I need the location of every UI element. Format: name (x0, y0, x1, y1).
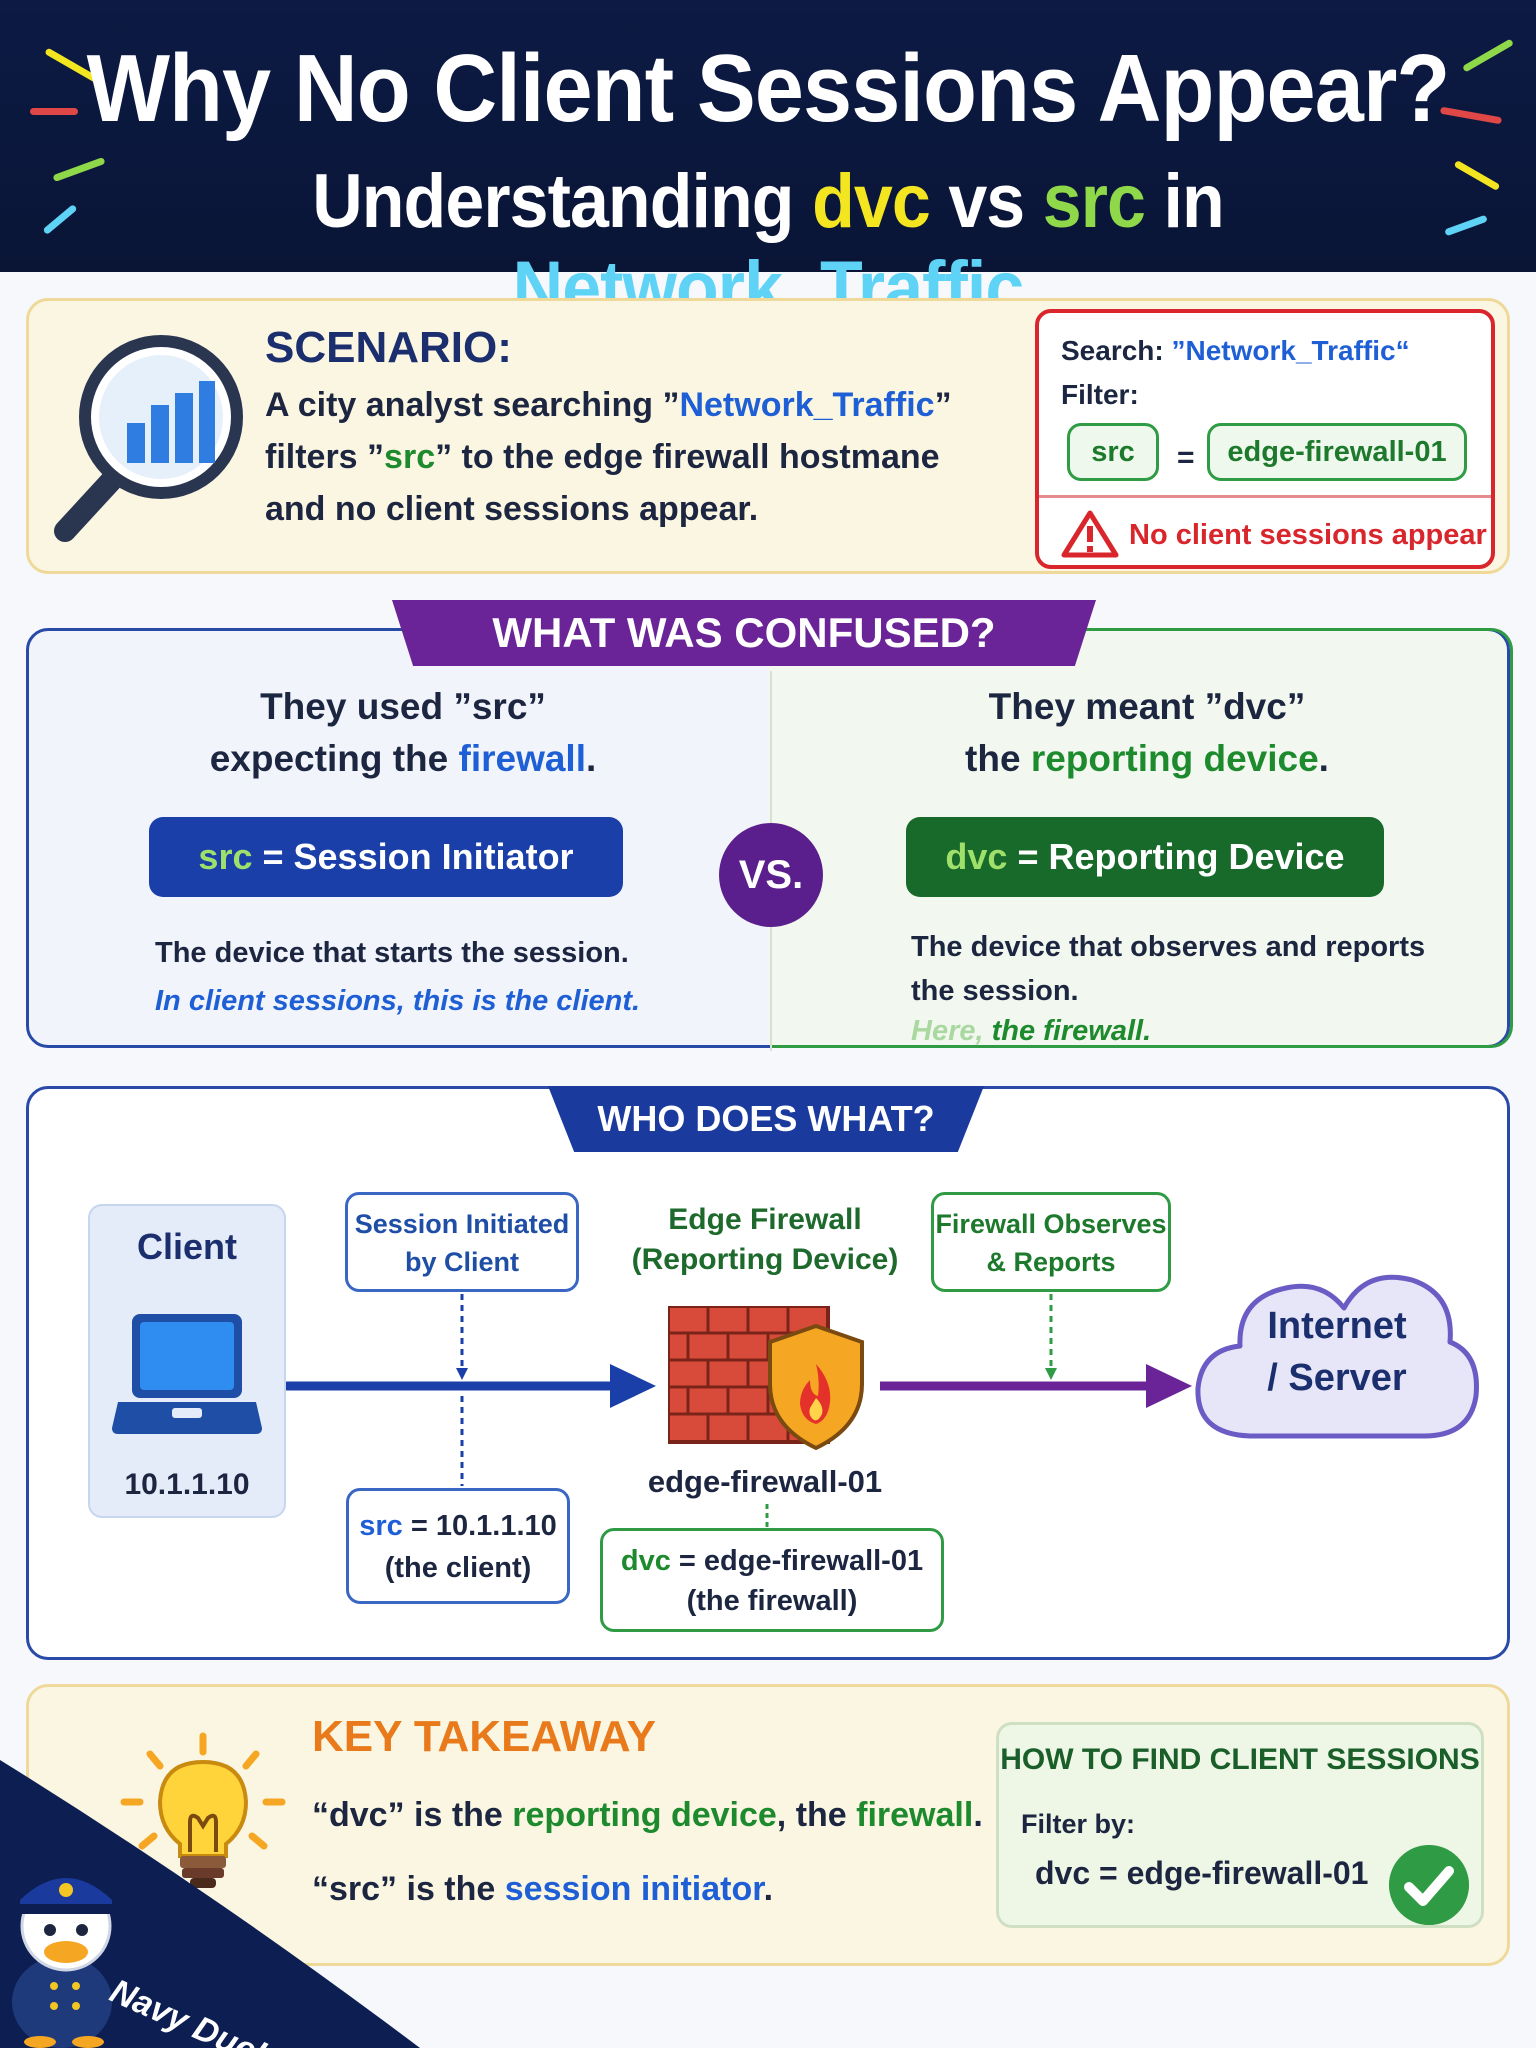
search-filter-card: Search: ”Network_Traffic“ Filter: src = … (1035, 309, 1495, 569)
firewall-title: Edge Firewall (Reporting Device) (631, 1203, 899, 1276)
takeaway-heading: KEY TAKEAWAY (312, 1712, 656, 1761)
cloud-icon (1195, 1274, 1479, 1439)
card-divider (1039, 495, 1491, 498)
scenario-text: A city analyst searching ”Network_Traffi… (265, 386, 952, 528)
how-to-filter-value: dvc = edge-firewall-01 (1035, 1855, 1369, 1891)
takeaway-dvc-line: “dvc” is the reporting device, the firew… (312, 1796, 983, 1834)
client-ip: 10.1.1.10 (124, 1468, 250, 1501)
src-note: In client sessions, this is the client. (155, 985, 641, 1017)
how-to-card: HOW TO FIND CLIENT SESSIONS Filter by: d… (996, 1722, 1484, 1928)
client-card: Client 10.1.1.10 (88, 1204, 286, 1518)
right-panel-border (771, 628, 1513, 1048)
header-banner: Why No Client Sessions Appear? Understan… (0, 0, 1536, 331)
warning-icon (1061, 510, 1119, 558)
filter-value-pill: edge-firewall-01 (1207, 423, 1467, 481)
firewall-hostname: edge-firewall-01 (647, 1464, 883, 1499)
firewall-observes-note: Firewall Observes & Reports (931, 1192, 1171, 1292)
left-question: They used ”src” expecting the firewall. (209, 686, 597, 779)
filter-field-pill: src (1067, 423, 1159, 481)
dvc-definition: dvc = Reporting Device (906, 817, 1384, 897)
lightbulb-icon (120, 1732, 286, 1888)
src-definition: src = Session Initiator (149, 817, 623, 897)
subtitle-dvc: dvc (812, 159, 931, 244)
how-to-filter-label: Filter by: (1021, 1809, 1136, 1839)
who-banner: WHO DOES WHAT? (548, 1086, 984, 1152)
right-question: They meant ”dvc” the reporting device. (965, 686, 1329, 779)
dvc-description: The device that observes and reports the… (911, 931, 1426, 1007)
filter-equals: = (1177, 441, 1195, 474)
internet-server-label: Internet / Server (1267, 1305, 1407, 1399)
magnifier-chart-icon (54, 335, 243, 542)
laptop-icon (112, 1314, 262, 1434)
takeaway-src-line: “src” is the session initiator. (312, 1870, 774, 1908)
warning-text: No client sessions appear (1129, 519, 1487, 551)
dvc-note: Here, the firewall. (911, 1015, 1152, 1047)
checkmark-icon (1389, 1845, 1469, 1925)
page-title: Why No Client Sessions Appear? (86, 35, 1451, 142)
vs-badge: VS. (719, 823, 823, 927)
dvc-value-note: dvc = edge-firewall-01 (the firewall) (600, 1528, 944, 1632)
server-arrowhead (1146, 1364, 1192, 1408)
confusion-panel: They used ”src” expecting the firewall. … (26, 628, 1513, 1051)
how-to-title: HOW TO FIND CLIENT SESSIONS (1000, 1743, 1480, 1776)
src-value-note: src = 10.1.1.10 (the client) (346, 1488, 570, 1604)
client-title: Client (136, 1226, 237, 1267)
client-arrowhead (610, 1364, 656, 1408)
subtitle-src: src (1042, 159, 1146, 244)
src-description: The device that starts the session. (155, 937, 629, 969)
confused-banner: WHAT WAS CONFUSED? (392, 600, 1096, 666)
scenario-heading: SCENARIO: (265, 323, 512, 372)
filter-label: Filter: (1061, 379, 1139, 410)
session-initiated-note: Session Initiated by Client (345, 1192, 579, 1292)
navy-duck-logo (0, 1760, 420, 2048)
scenario-panel: SCENARIO: A city analyst searching ”Netw… (26, 298, 1510, 574)
firewall-shield-icon (668, 1306, 864, 1450)
search-query: Search: ”Network_Traffic“ (1061, 335, 1410, 366)
